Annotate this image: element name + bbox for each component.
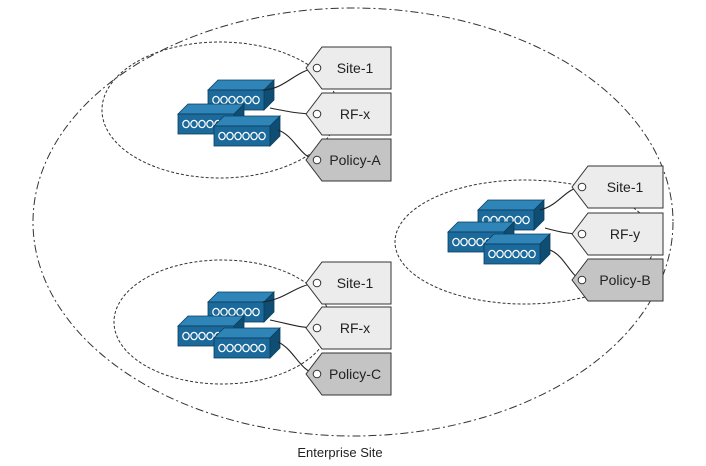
enterprise-boundary	[32, 7, 674, 437]
tag-label: Policy-B	[599, 272, 650, 288]
group-c-tag-1: Site-1	[305, 261, 392, 305]
tag-label: RF-x	[340, 320, 370, 336]
group-c-tag-2: RF-x	[305, 306, 392, 350]
group-a-tag-2: RF-x	[305, 92, 392, 136]
group-a-tag-1: Site-1	[305, 46, 392, 90]
group-b-tag-1: Site-1	[571, 165, 664, 209]
tag-label: Site-1	[337, 275, 374, 291]
tag-label: RF-x	[340, 106, 370, 122]
enterprise-site-label: Enterprise Site	[297, 445, 382, 460]
tag-label: RF-y	[610, 226, 640, 242]
tag-label: Policy-C	[329, 366, 381, 382]
tag-label: Policy-A	[329, 152, 381, 168]
group-c-tag-3: Policy-C	[305, 352, 392, 396]
group-c: Site-1 RF-x Policy-C	[113, 259, 392, 396]
tag-label: Site-1	[607, 179, 644, 195]
tag-label: Site-1	[337, 60, 374, 76]
group-b-tag-3: Policy-B	[571, 258, 664, 302]
group-b-switch-stack	[447, 199, 551, 265]
group-b: Site-1 RF-y Policy-B	[394, 165, 664, 305]
group-a: Site-1 RF-x Policy-A	[101, 41, 392, 182]
group-b-tag-2: RF-y	[571, 212, 664, 256]
group-a-tag-3: Policy-A	[305, 138, 392, 182]
